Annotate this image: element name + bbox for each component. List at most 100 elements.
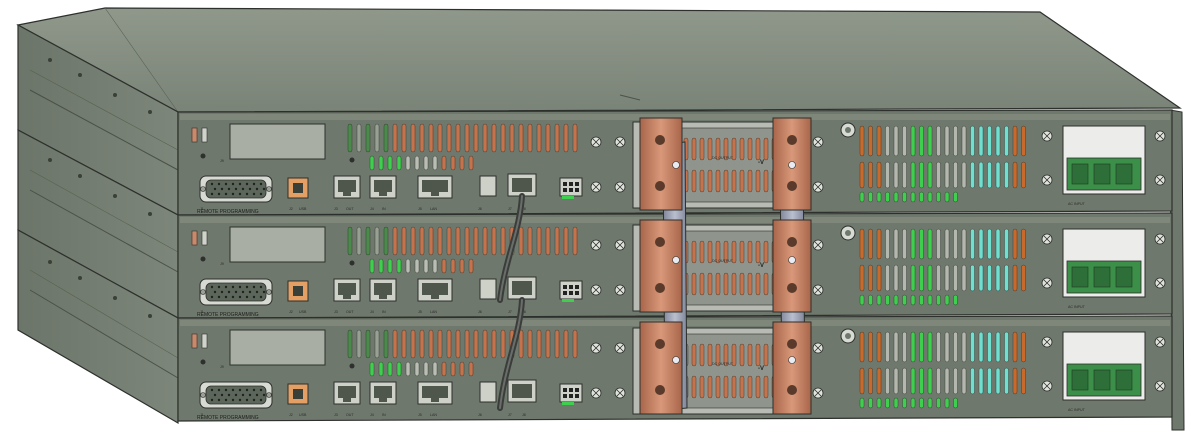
j6-connector-icon (479, 381, 497, 403)
status-led (200, 256, 206, 262)
ac-input-connector-icon (1062, 228, 1146, 298)
label-j1: J1 (200, 310, 204, 314)
busbar-hole (672, 256, 680, 264)
chassis-top-surface (16, 7, 1182, 113)
screw-icon (812, 387, 824, 399)
adjust-knob-icon (840, 328, 856, 344)
cable-highlight (499, 299, 523, 409)
label-in: IN (382, 413, 386, 417)
label-j1: J1 (200, 413, 204, 417)
label-j5: J5 (418, 413, 422, 417)
label-lan: LAN (430, 310, 437, 314)
dc-output-vents (683, 137, 777, 193)
db-connector-icon (199, 278, 273, 306)
indicator (201, 230, 208, 246)
screw-icon (812, 181, 824, 193)
busbar-hole (672, 161, 680, 169)
side-screw-hole (78, 174, 82, 178)
label-remote-programming: REMOTE PROGRAMMING (197, 415, 259, 421)
label-j6: J6 (478, 207, 482, 211)
rj45-port-icon (417, 381, 453, 405)
label-j8: J8 (522, 413, 526, 417)
label-j4: J4 (370, 413, 374, 417)
sense-terminal-icon (559, 383, 583, 405)
indicator-led (349, 157, 355, 163)
label-j4: J4 (370, 310, 374, 314)
screw-icon (1154, 336, 1166, 348)
status-led (200, 359, 206, 365)
busbar-assembly (639, 117, 812, 415)
screw-icon (590, 181, 602, 193)
screw-icon (590, 136, 602, 148)
sense-terminal-icon (559, 177, 583, 199)
sense-terminal-icon (559, 280, 583, 302)
label-remote-programming: REMOTE PROGRAMMING (197, 209, 259, 215)
usb-port-icon (287, 280, 309, 302)
label-j7: J7 (508, 413, 512, 417)
label-minus-v: -V (758, 263, 764, 269)
label-j9: J9 (220, 262, 224, 266)
side-screw-hole (113, 296, 117, 300)
label-minus-v: -V (758, 160, 764, 166)
side-screw-hole (78, 276, 82, 280)
indicator (191, 230, 198, 246)
label-dc-output: DC OUTPUT (712, 259, 734, 263)
label-j7: J7 (508, 207, 512, 211)
label-j6: J6 (478, 413, 482, 417)
side-screw-hole (113, 194, 117, 198)
screw-icon (812, 136, 824, 148)
vent-grille-left (347, 226, 578, 274)
vent-grille-left (347, 123, 578, 171)
screw-icon (1154, 174, 1166, 186)
indicator-led (349, 363, 355, 369)
side-screw-hole (148, 110, 152, 114)
screw-icon (1041, 233, 1053, 245)
label-j2: J2 (289, 310, 293, 314)
label-j7: J7 (508, 310, 512, 314)
screw-icon (614, 136, 626, 148)
vent-grille-right (859, 125, 1026, 203)
side-screw-hole (78, 73, 82, 77)
screw-icon (812, 284, 824, 296)
rj45-port-icon (333, 278, 361, 302)
copper-lug-icon (772, 321, 812, 415)
label-plate (229, 329, 326, 366)
label-plate (229, 226, 326, 263)
side-screw-hole (148, 212, 152, 216)
indicator (201, 333, 208, 349)
screw-icon (590, 387, 602, 399)
busbar-hole (788, 256, 796, 264)
label-out: OUT (346, 413, 354, 417)
label-j2: J2 (289, 207, 293, 211)
screw-icon (590, 284, 602, 296)
label-in: IN (382, 310, 386, 314)
screw-icon (1154, 277, 1166, 289)
usb-port-icon (287, 177, 309, 199)
side-screw-hole (113, 93, 117, 97)
rj45-port-icon (369, 381, 397, 405)
label-j9: J9 (220, 365, 224, 369)
screw-icon (614, 387, 626, 399)
side-screw-hole (48, 58, 52, 62)
label-dc-output: DC OUTPUT (712, 362, 734, 366)
rj45-port-icon (417, 278, 453, 302)
screw-icon (1041, 130, 1053, 142)
busbar-hole (672, 356, 680, 364)
screw-icon (614, 181, 626, 193)
rj45-port-icon (369, 278, 397, 302)
label-j1: J1 (200, 207, 204, 211)
indicator (191, 333, 198, 349)
vent-grille-left (347, 329, 578, 377)
screw-icon (812, 342, 824, 354)
screw-icon (1154, 233, 1166, 245)
rj45-port-icon (369, 175, 397, 199)
label-j5: J5 (418, 207, 422, 211)
copper-lug-icon (639, 219, 683, 313)
usb-port-icon (287, 383, 309, 405)
screw-icon (614, 239, 626, 251)
screw-icon (590, 342, 602, 354)
label-ac-input: AC INPUT (1068, 305, 1086, 309)
label-lan: LAN (430, 207, 437, 211)
side-screw-hole (148, 314, 152, 318)
